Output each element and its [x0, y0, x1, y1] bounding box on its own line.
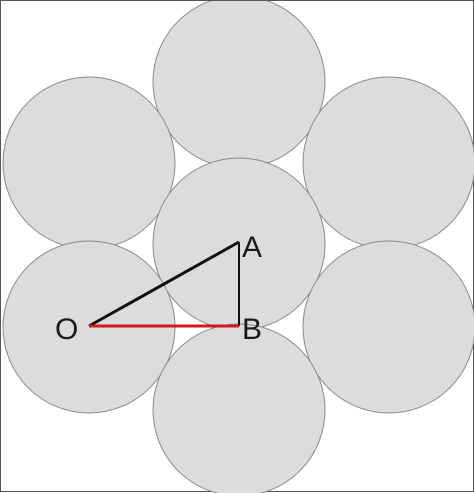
- label-b: B: [242, 313, 262, 346]
- circle-top: [152, 1, 326, 169]
- circle-upper-right: [302, 76, 474, 250]
- label-a: A: [242, 231, 262, 264]
- circle-upper-left: [2, 76, 176, 250]
- circle-bottom: [152, 323, 326, 493]
- label-o: O: [55, 313, 78, 346]
- segment-oa: [88, 240, 240, 328]
- circle-lower-right: [302, 240, 474, 414]
